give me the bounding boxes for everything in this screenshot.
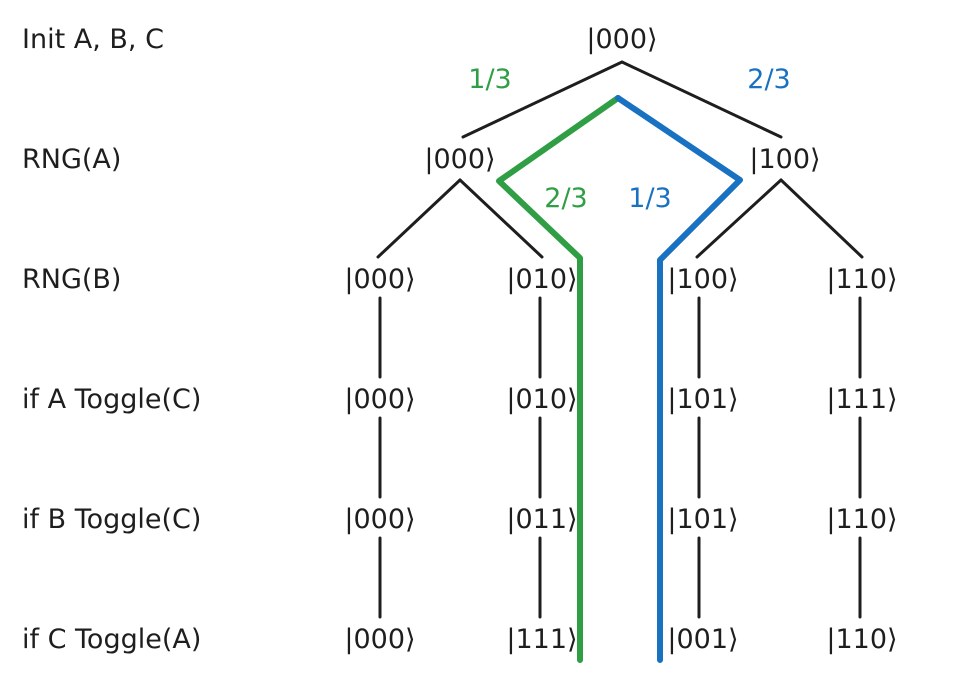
state-toggle-c-by-b-1: |011⟩ <box>506 504 577 535</box>
probability-label-green-mid: 2/3 <box>544 183 587 214</box>
state-toggle-a-by-c-1: |111⟩ <box>506 624 577 655</box>
state-toggle-a-by-c-0: |000⟩ <box>344 624 415 655</box>
edge-a1-b1 <box>779 178 864 259</box>
probability-label-blue-top: 2/3 <box>747 64 790 95</box>
state-rng-b-1: |010⟩ <box>506 264 577 295</box>
state-toggle-c-by-a-3: |111⟩ <box>826 384 897 415</box>
state-root: |000⟩ <box>586 24 657 55</box>
edge-root-left <box>461 60 624 139</box>
step-label-toggle-c-by-b: if B Toggle(C) <box>22 504 201 535</box>
state-rng-b-0: |000⟩ <box>344 264 415 295</box>
edge-a1-b0 <box>695 178 783 259</box>
edge-a0-b1 <box>458 178 544 259</box>
step-label-toggle-c-by-a: if A Toggle(C) <box>22 384 201 415</box>
state-rng-b-3: |110⟩ <box>826 264 897 295</box>
probability-label-green-top: 1/3 <box>468 64 511 95</box>
blue-probability-path <box>615 95 743 663</box>
probability-label-blue-mid: 1/3 <box>628 183 671 214</box>
step-label-init: Init A, B, C <box>22 24 164 55</box>
step-label-rng-a: RNG(A) <box>22 144 121 175</box>
state-rng-a-0: |000⟩ <box>424 144 495 175</box>
state-toggle-c-by-a-0: |000⟩ <box>344 384 415 415</box>
state-toggle-c-by-b-3: |110⟩ <box>826 504 897 535</box>
state-toggle-c-by-a-1: |010⟩ <box>506 384 577 415</box>
tree-edges <box>376 60 864 619</box>
edge-root-right <box>620 60 783 139</box>
state-rng-b-2: |100⟩ <box>667 264 738 295</box>
state-toggle-a-by-c-3: |110⟩ <box>826 624 897 655</box>
state-toggle-a-by-c-2: |001⟩ <box>667 624 738 655</box>
step-label-rng-b: RNG(B) <box>22 264 121 295</box>
state-toggle-c-by-b-2: |101⟩ <box>667 504 738 535</box>
green-probability-path <box>496 95 621 663</box>
state-rng-a-1: |100⟩ <box>749 144 820 175</box>
step-label-toggle-a-by-c: if C Toggle(A) <box>22 624 201 655</box>
edge-a0-b0 <box>376 178 462 259</box>
state-toggle-c-by-b-0: |000⟩ <box>344 504 415 535</box>
state-toggle-c-by-a-2: |101⟩ <box>667 384 738 415</box>
